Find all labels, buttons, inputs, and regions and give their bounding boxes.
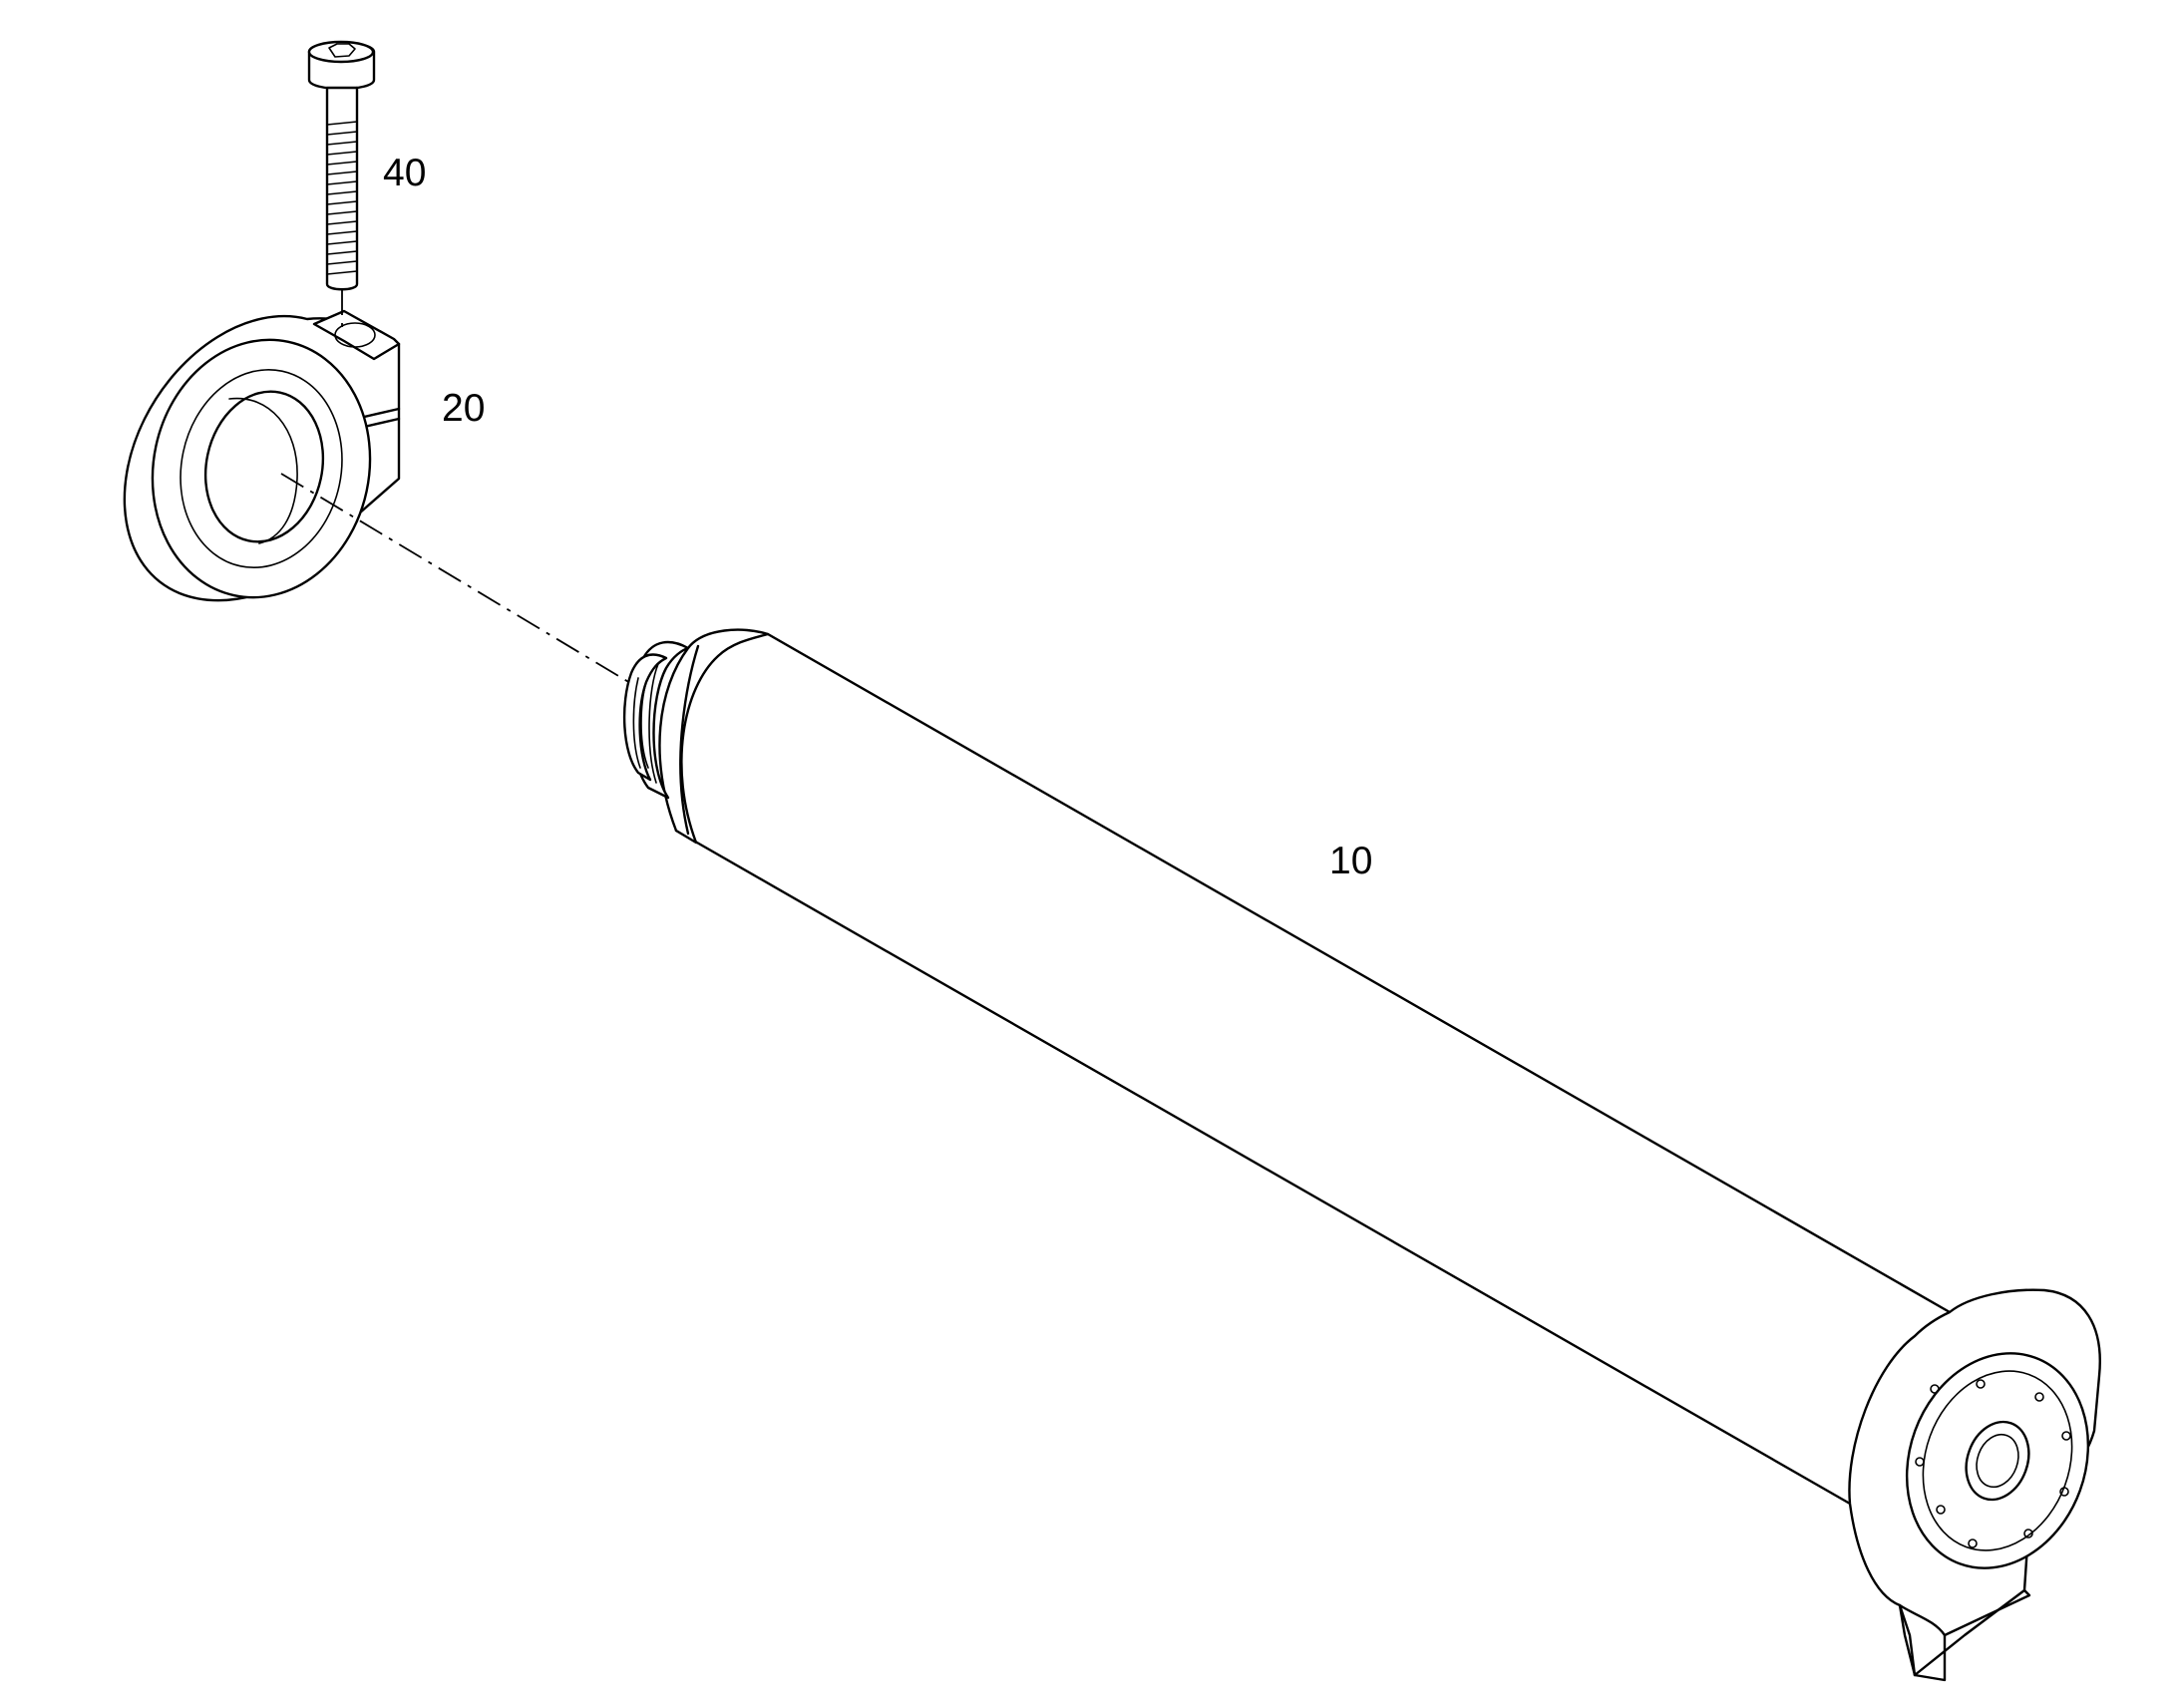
bolt-holes — [1915, 1379, 2071, 1548]
callout-screw: 40 — [383, 152, 427, 194]
cylinder-part — [622, 628, 2101, 1682]
screw-part — [307, 40, 376, 291]
clamp-axis-line — [280, 473, 631, 684]
callout-clamp: 20 — [442, 387, 486, 430]
callout-cylinder: 10 — [1329, 840, 1373, 882]
clamp-ring-part — [123, 309, 401, 602]
